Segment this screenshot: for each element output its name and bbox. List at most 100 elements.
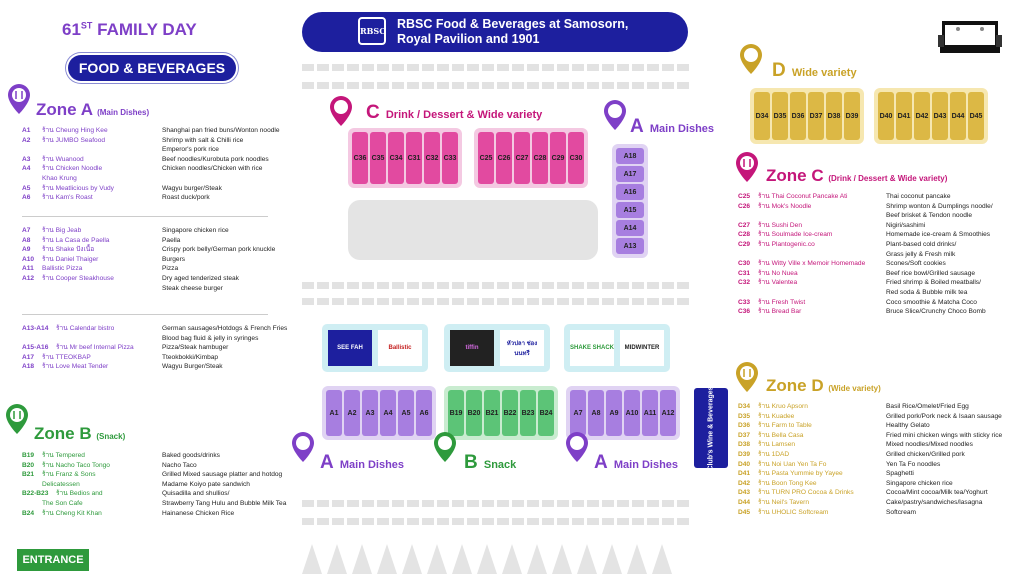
stall-menu: Steak cheese burger xyxy=(162,284,223,292)
map-d-pin-icon xyxy=(740,44,762,74)
stall-menu: Wagyu burger/Steak xyxy=(162,184,222,192)
stall-code xyxy=(738,211,758,221)
stall-a8[interactable]: A8 xyxy=(588,390,604,436)
stall-a1[interactable]: A1 xyxy=(326,390,342,436)
stall-menu: Singapore chicken rice xyxy=(162,227,229,234)
stall-d43[interactable]: D43 xyxy=(932,92,948,140)
stall-c26[interactable]: C26 xyxy=(496,132,512,184)
stall-name xyxy=(758,211,886,221)
stall-b23[interactable]: B23 xyxy=(520,390,536,436)
stall-d40[interactable]: D40 xyxy=(878,92,894,140)
stall-c30[interactable]: C30 xyxy=(568,132,584,184)
stall-d42[interactable]: D42 xyxy=(914,92,930,140)
stall-code: C25 xyxy=(738,193,751,200)
club-wine-beverages: Club's Wine & Beverages xyxy=(694,386,728,470)
stall-a6[interactable]: A6 xyxy=(416,390,432,436)
stall-menu: Roast duck/pork xyxy=(162,194,210,202)
stall-menu: Healthy Gelato xyxy=(886,422,930,430)
stall-a14[interactable]: A14 xyxy=(616,220,644,236)
stall-d36[interactable]: D36 xyxy=(790,92,806,140)
stall-name: ร้าน Pasta Yummie by Yayee xyxy=(758,470,843,478)
stall-code: B22-B23 xyxy=(22,490,49,498)
stall-b20[interactable]: B20 xyxy=(466,390,482,436)
stall-code: A6 xyxy=(22,194,31,202)
stall-c34[interactable]: C34 xyxy=(388,132,404,184)
stall-c36[interactable]: C36 xyxy=(352,132,368,184)
stall-d41[interactable]: D41 xyxy=(896,92,912,140)
stall-b21[interactable]: B21 xyxy=(484,390,500,436)
stall-code: B19 xyxy=(22,452,35,459)
stall-a16[interactable]: A16 xyxy=(616,184,644,200)
stall-c27[interactable]: C27 xyxy=(514,132,530,184)
stall-b19[interactable]: B19 xyxy=(448,390,464,436)
map-a-top-label: A Main Dishes xyxy=(630,116,715,137)
stall-name: ร้าน Nacho Taco Tongo xyxy=(42,461,110,469)
stall-c35[interactable]: C35 xyxy=(370,132,386,184)
stall-a15[interactable]: A15 xyxy=(616,202,644,218)
stall-name: ร้าน Sushi Den xyxy=(758,221,803,229)
stall-code: A7 xyxy=(22,227,31,234)
stall-menu: Crispy pork belly/German pork knuckle xyxy=(162,246,276,254)
stall-a12[interactable]: A12 xyxy=(660,390,676,436)
stall-code: A4 xyxy=(22,165,31,173)
stall-name: ร้าน Tempered xyxy=(42,452,85,459)
stall-name: ร้าน Calendar bistro xyxy=(56,325,115,332)
stall-d35[interactable]: D35 xyxy=(772,92,788,140)
stall-a10[interactable]: A10 xyxy=(624,390,640,436)
stall-d34[interactable]: D34 xyxy=(754,92,770,140)
stall-d39[interactable]: D39 xyxy=(844,92,860,140)
stall-c25[interactable]: C25 xyxy=(478,132,494,184)
stall-b22[interactable]: B22 xyxy=(502,390,518,436)
stall-d45[interactable]: D45 xyxy=(968,92,984,140)
stall-name: ร้าน Fresh Twist xyxy=(758,298,806,306)
stall-name xyxy=(42,145,162,155)
stall-name: Khao Krung xyxy=(42,174,77,182)
stall-menu: Thai coconut pancake xyxy=(886,193,951,200)
stall-menu: Grass jelly & Fresh milk xyxy=(886,250,956,258)
event-title: 61ST FAMILY DAY xyxy=(62,20,197,39)
stall-b24[interactable]: B24 xyxy=(538,390,554,436)
stall-code: D39 xyxy=(738,450,751,458)
stall-name: ร้าน Cheung Hing Kee xyxy=(42,127,108,134)
stall-name: ร้าน Franz & Sons xyxy=(42,471,96,479)
stall-menu: Grilled pork/Pork neck & Isaan sausage xyxy=(886,412,1002,420)
stall-c32[interactable]: C32 xyxy=(424,132,440,184)
stall-code: A13-A14 xyxy=(22,325,49,332)
stall-a9[interactable]: A9 xyxy=(606,390,622,436)
stall-c31[interactable]: C31 xyxy=(406,132,422,184)
stall-d37[interactable]: D37 xyxy=(808,92,824,140)
stall-menu: Bruce Slice/Crunchy Choco Bomb xyxy=(886,308,986,316)
stall-a13[interactable]: A13 xyxy=(616,238,644,254)
stall-name: ร้าน Bella Casa xyxy=(758,431,804,439)
stall-name: ร้าน UHOLIC Softcream xyxy=(758,508,829,516)
stall-c29[interactable]: C29 xyxy=(550,132,566,184)
stall-c28[interactable]: C28 xyxy=(532,132,548,184)
stall-a11[interactable]: A11 xyxy=(642,390,658,436)
stall-a3[interactable]: A3 xyxy=(362,390,378,436)
stall-menu: Tteokbokki/Kimbap xyxy=(162,353,219,361)
stall-a17[interactable]: A17 xyxy=(616,166,644,182)
stall-a2[interactable]: A2 xyxy=(344,390,360,436)
stall-menu: Madame Koiyo pate sandwich xyxy=(162,480,250,488)
stall-a4[interactable]: A4 xyxy=(380,390,396,436)
stall-d38[interactable]: D38 xyxy=(826,92,842,140)
stall-name: ร้าน No Nuea xyxy=(758,269,798,277)
stall-a7[interactable]: A7 xyxy=(570,390,586,436)
stall-name: ร้าน Daniel Thaiger xyxy=(42,255,99,263)
stall-a5[interactable]: A5 xyxy=(398,390,414,436)
stall-code: A3 xyxy=(22,155,31,163)
stall-a18[interactable]: A18 xyxy=(616,148,644,164)
stall-d44[interactable]: D44 xyxy=(950,92,966,140)
seating-row xyxy=(302,82,692,89)
stall-name: The Son Cafe xyxy=(42,499,83,507)
stall-c33[interactable]: C33 xyxy=(442,132,458,184)
